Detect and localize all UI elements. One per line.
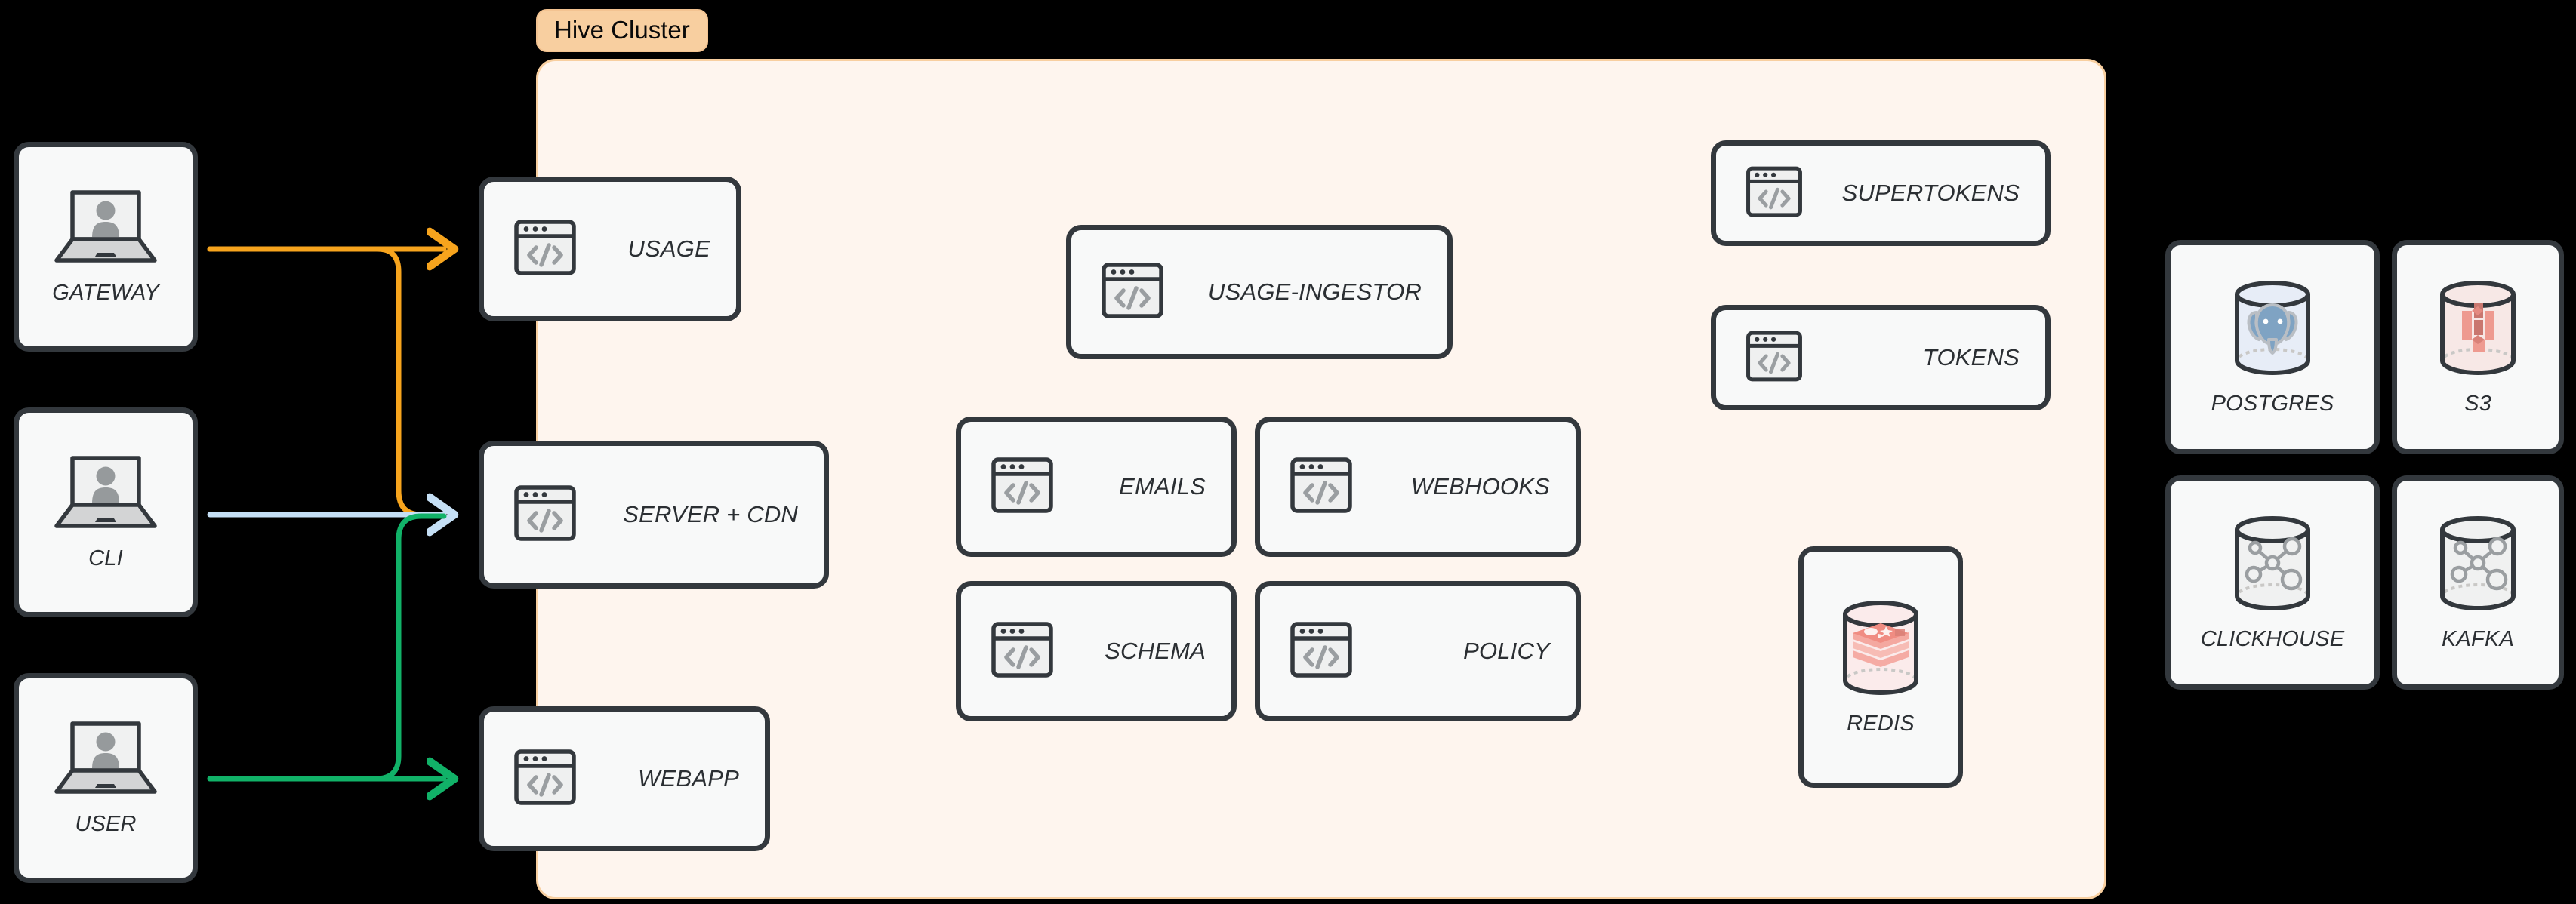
node-emails[interactable]: EMAILS: [956, 417, 1237, 557]
node-label: POLICY: [1463, 638, 1550, 664]
node-schema[interactable]: SCHEMA: [956, 581, 1237, 721]
postgres-database-icon: [2223, 278, 2322, 381]
node-label: GATEWAY: [52, 281, 159, 305]
kafka-database-icon: [2429, 513, 2527, 617]
s3-database-icon: [2429, 278, 2527, 381]
node-tokens[interactable]: TOKENS: [1711, 305, 2051, 410]
node-label: EMAILS: [1119, 473, 1206, 500]
node-user[interactable]: USER: [14, 673, 198, 883]
code-window-icon: [990, 617, 1055, 686]
node-postgres[interactable]: POSTGRES: [2165, 240, 2380, 454]
node-label: USER: [75, 812, 137, 836]
node-s3[interactable]: S3: [2392, 240, 2564, 454]
node-label: USAGE-INGESTOR: [1208, 278, 1422, 305]
node-webhooks[interactable]: WEBHOOKS: [1255, 417, 1581, 557]
node-label: SERVER + CDN: [623, 501, 798, 527]
code-window-icon: [513, 215, 578, 284]
node-label: S3: [2464, 392, 2491, 416]
node-cli[interactable]: CLI: [14, 407, 198, 617]
node-policy[interactable]: POLICY: [1255, 581, 1581, 721]
node-label: USAGE: [627, 235, 710, 262]
code-window-icon: [1100, 258, 1165, 327]
code-window-icon: [1745, 162, 1804, 225]
code-window-icon: [513, 481, 578, 549]
hive-cluster-badge: Hive Cluster: [536, 9, 708, 52]
wire-gateway-server-cdn: [207, 246, 447, 518]
node-usage[interactable]: USAGE: [479, 177, 741, 321]
node-supertokens[interactable]: SUPERTOKENS: [1711, 140, 2051, 246]
node-redis[interactable]: REDIS: [1798, 546, 1963, 788]
node-label: POSTGRES: [2211, 392, 2334, 416]
node-kafka[interactable]: KAFKA: [2392, 475, 2564, 690]
code-window-icon: [990, 453, 1055, 521]
node-label: CLI: [88, 546, 123, 570]
node-label: CLICKHOUSE: [2200, 627, 2345, 651]
clickhouse-database-icon: [2223, 513, 2322, 617]
laptop-user-icon: [53, 454, 159, 536]
redis-database-icon: [1832, 598, 1930, 701]
laptop-user-icon: [53, 188, 159, 270]
node-gateway[interactable]: GATEWAY: [14, 142, 198, 352]
node-label: WEBHOOKS: [1410, 473, 1550, 500]
code-window-icon: [1745, 327, 1804, 389]
node-server-cdn[interactable]: SERVER + CDN: [479, 441, 829, 589]
code-window-icon: [513, 745, 578, 813]
node-clickhouse[interactable]: CLICKHOUSE: [2165, 475, 2380, 690]
node-webapp[interactable]: WEBAPP: [479, 706, 770, 851]
wire-user-server-cdn: [207, 513, 447, 782]
node-label: TOKENS: [1922, 344, 2020, 371]
node-usage-ingestor[interactable]: USAGE-INGESTOR: [1066, 225, 1453, 359]
node-label: SCHEMA: [1105, 638, 1206, 664]
node-label: WEBAPP: [638, 765, 739, 792]
node-label: SUPERTOKENS: [1841, 180, 2020, 206]
node-label: KAFKA: [2441, 627, 2515, 651]
code-window-icon: [1289, 453, 1354, 521]
code-window-icon: [1289, 617, 1354, 686]
node-label: REDIS: [1847, 712, 1915, 736]
laptop-user-icon: [53, 719, 159, 801]
